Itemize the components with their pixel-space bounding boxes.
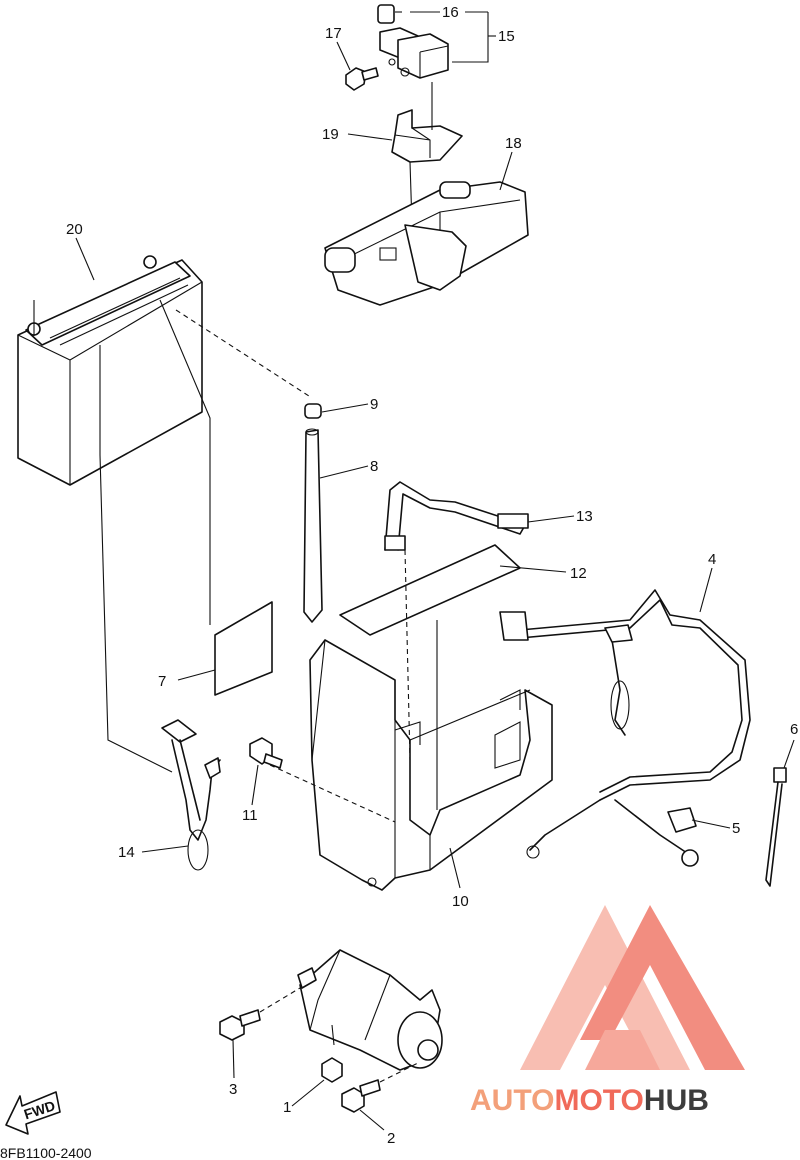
battery-box-10 (309, 639, 553, 891)
starter-motor (297, 949, 443, 1071)
wire-lead-14 (161, 719, 221, 871)
relay-bracket-19 (391, 109, 463, 163)
callout-4: 4 (708, 551, 716, 568)
battery-cable-4 (499, 589, 751, 867)
watermark-hub: HUB (644, 1084, 709, 1117)
callout-17: 17 (325, 25, 342, 42)
callout-6: 6 (790, 721, 798, 738)
callout-2: 2 (387, 1130, 395, 1147)
cable-tie-6 (765, 767, 787, 887)
callout-5: 5 (732, 820, 740, 837)
callout-18: 18 (505, 135, 522, 152)
clamp-5 (667, 807, 697, 833)
watermark-triangle-logo (520, 905, 745, 1070)
battery-hold-rod-8 (303, 428, 323, 623)
callout-16: 16 (442, 4, 459, 21)
bolt-3 (219, 1009, 261, 1041)
battery-sheet-7 (214, 601, 273, 696)
battery-band-13 (384, 481, 529, 551)
callout-9: 9 (370, 396, 378, 413)
callout-7: 7 (158, 673, 166, 690)
nut-1 (321, 1057, 343, 1083)
watermark-auto: AUTO (470, 1084, 554, 1117)
bolt-17 (345, 67, 379, 91)
callout-19: 19 (322, 126, 339, 143)
callout-11: 11 (242, 807, 258, 824)
fwd-arrow-icon: FWD (5, 1091, 61, 1135)
watermark-moto: MOTO (554, 1084, 643, 1117)
callout-10: 10 (452, 893, 469, 910)
battery-20 (17, 255, 203, 486)
callout-3: 3 (229, 1081, 237, 1098)
watermark-text: AUTOMOTOHUB (470, 1084, 709, 1117)
callout-12: 12 (570, 565, 587, 582)
bolt-11 (249, 737, 283, 769)
callout-labels: 16 15 17 19 18 20 9 8 13 12 4 6 5 7 11 1… (66, 4, 798, 1147)
callout-20: 20 (66, 221, 83, 238)
callout-15: 15 (498, 28, 515, 45)
callout-13: 13 (576, 508, 593, 525)
bolt-2 (341, 1079, 381, 1113)
relay-assembly (377, 4, 449, 79)
leader-lines (75, 11, 795, 1131)
battery-cover-18 (324, 181, 529, 306)
diagram-code: 8FB1100-2400 (0, 1145, 92, 1160)
rod-cap-9 (304, 403, 322, 419)
battery-sheet-12 (339, 544, 521, 636)
callout-14: 14 (118, 844, 135, 861)
callout-1: 1 (283, 1099, 291, 1116)
callout-8: 8 (370, 458, 378, 475)
